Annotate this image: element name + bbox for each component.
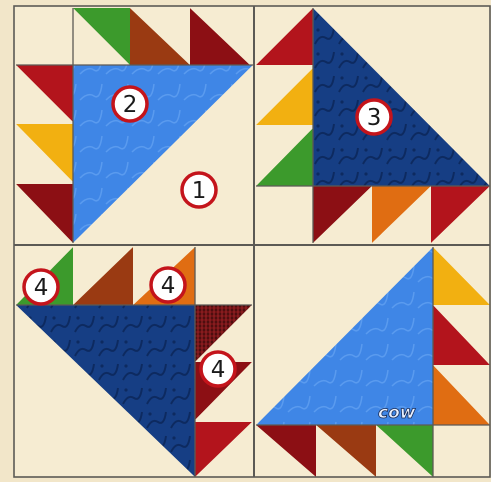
- label-number: 3: [367, 105, 382, 131]
- label-badge-3: 3: [357, 100, 391, 134]
- label-badge-4a: 4: [24, 270, 58, 304]
- label-number: 2: [123, 92, 138, 118]
- signature-mark: cow: [378, 403, 416, 423]
- label-badge-2: 2: [113, 87, 147, 121]
- label-number: 1: [192, 178, 207, 204]
- label-badge-1: 1: [182, 173, 216, 207]
- label-number: 4: [34, 275, 49, 301]
- label-badge-4c: 4: [201, 352, 235, 386]
- label-number: 4: [161, 273, 176, 299]
- label-number: 4: [211, 357, 226, 383]
- label-badge-4b: 4: [151, 268, 185, 302]
